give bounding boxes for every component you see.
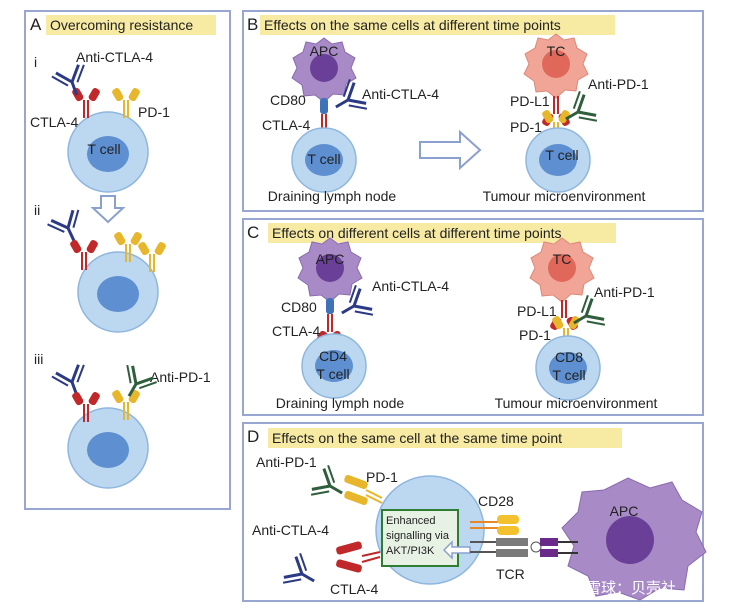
panel-d-letter: D (247, 427, 259, 446)
panel-d-anti-pd1-label: Anti-PD-1 (256, 454, 317, 470)
panel-c-cd4-label-line2: T cell (316, 366, 349, 382)
panel-b-lymph-label: Draining lymph node (268, 188, 397, 204)
panel-a-title: Overcoming resistance (50, 17, 193, 33)
panel-b-ctla4-label: CTLA-4 (262, 117, 310, 133)
panel-c-anti-ctla4-label: Anti-CTLA-4 (372, 278, 449, 294)
panel-d-signal-box (381, 509, 459, 567)
panel-c-tumour-cell (529, 237, 595, 303)
panel-c-lymph-label: Draining lymph node (276, 395, 405, 411)
panel-c-border (242, 218, 704, 416)
panel-c-pd1-label: PD-1 (519, 327, 551, 343)
panel-d-ctla4-stalk-2 (361, 556, 381, 563)
panel-d: D Effects on the same cell at the same t… (242, 422, 707, 602)
panel-d-signal-line3: AKT/PI3K (386, 545, 435, 557)
panel-a: A Overcoming resistance i Anti-CTLA-4 CT… (24, 10, 231, 510)
panel-d-anti-ctla4-label: Anti-CTLA-4 (252, 522, 329, 538)
panel-d-pd1-label: PD-1 (366, 469, 398, 485)
panel-a-ii-anti-ctla4-antibody (45, 206, 91, 250)
panel-b: B Effects on the same cells at different… (242, 10, 704, 212)
panel-c-apc-label: APC (316, 251, 345, 267)
panel-d-apc-cell (561, 477, 707, 601)
panel-d-tcr-head-1 (496, 538, 528, 546)
panel-b-left-t-cell-label: T cell (307, 151, 340, 167)
panel-c-pdl1-label: PD-L1 (517, 303, 557, 319)
panel-c: C Effects on different cells at differen… (242, 218, 704, 416)
panel-b-pd1-label: PD-1 (510, 119, 542, 135)
panel-b-pdl1-label: PD-L1 (510, 93, 550, 109)
panel-a-anti-ctla4-label: Anti-CTLA-4 (76, 49, 153, 65)
panel-a-border (24, 10, 231, 510)
panel-b-title: Effects on the same cells at different t… (264, 17, 561, 33)
panel-c-cd80-label: CD80 (281, 299, 317, 315)
panel-b-letter: B (247, 15, 258, 34)
panel-d-anti-ctla4-antibody (279, 550, 325, 598)
panel-d-pd1-stalk-2 (365, 494, 383, 504)
panel-b-cd80-label: CD80 (270, 92, 306, 108)
panel-d-title-highlight (268, 428, 622, 448)
panel-b-cd80-ligand (320, 98, 328, 114)
panel-b-border (242, 10, 704, 212)
panel-c-tumour-label: Tumour microenvironment (495, 395, 658, 411)
panel-a-step-iii: iii (34, 351, 43, 367)
panel-c-title-highlight (268, 223, 616, 243)
panel-a-step-ii: ii (34, 202, 40, 218)
panel-c-cd80-ligand (326, 298, 334, 314)
watermark-text: 雪球：贝壳社 (586, 579, 676, 597)
panel-b-tumour-label: Tumour microenvironment (483, 188, 646, 204)
panel-d-title: Effects on the same cell at the same tim… (272, 430, 562, 446)
panel-a-title-highlight (46, 15, 216, 35)
panel-c-tc-label: TC (553, 251, 572, 267)
panel-d-pd1-stalk-1 (365, 489, 383, 499)
panel-c-ctla4-label: CTLA-4 (272, 323, 320, 339)
panel-b-right-t-cell-label: T cell (545, 147, 578, 163)
panel-b-tc-label: TC (547, 43, 566, 59)
panel-b-anti-ctla4-label: Anti-CTLA-4 (362, 86, 439, 102)
panel-d-antigen-peptide (530, 541, 542, 553)
panel-c-anti-pd1-label: Anti-PD-1 (594, 284, 655, 300)
panel-b-title-highlight (260, 15, 615, 35)
panel-d-tcr-label: TCR (496, 566, 525, 582)
panel-d-signal-line1: Enhanced (386, 515, 436, 527)
panel-d-mhc-head-1 (540, 538, 558, 546)
watermark-logo-icon (562, 577, 582, 597)
panel-d-border (242, 422, 704, 602)
panel-d-pd1-head-2 (344, 490, 368, 506)
panel-b-anti-pd1-label: Anti-PD-1 (588, 76, 649, 92)
panel-c-anti-pd1-antibody (563, 292, 609, 340)
panel-c-letter: C (247, 223, 259, 242)
panel-d-anti-pd1-antibody (307, 462, 353, 510)
watermark: 雪球：贝壳社 (562, 577, 676, 597)
panel-d-cd28-head-1 (497, 515, 519, 524)
panel-c-cd4-label-line1: CD4 (319, 348, 347, 364)
panel-d-mhc-head-2 (540, 549, 558, 557)
panel-a-iii-anti-ctla4-antibody (49, 361, 95, 403)
panel-a-anti-pd1-label: Anti-PD-1 (150, 369, 211, 385)
panel-d-pd1-head-1 (344, 474, 368, 490)
panel-a-iii-t-cell (67, 407, 149, 489)
panel-a-t-cell-label: T cell (87, 141, 120, 157)
panel-a-pd1-label: PD-1 (138, 104, 170, 120)
panel-d-ctla4-label: CTLA-4 (330, 581, 378, 597)
panel-d-ctla4-head-2 (336, 559, 362, 573)
panel-d-cd28-head-2 (497, 526, 519, 535)
panel-b-arrow-right-icon (419, 131, 481, 169)
panel-d-cd28-label: CD28 (478, 493, 514, 509)
panel-c-title: Effects on different cells at different … (272, 225, 562, 241)
panel-a-i-anti-ctla4-antibody (49, 61, 95, 103)
panel-a-letter: A (30, 15, 42, 34)
panel-c-cd8-label-line1: CD8 (555, 349, 583, 365)
panel-a-ctla4-label: CTLA-4 (30, 114, 78, 130)
panel-a-ii-t-cell (77, 251, 159, 333)
panel-a-step-i: i (34, 54, 37, 70)
panel-d-signal-line2: signalling via (386, 530, 450, 542)
panel-a-arrow-down-icon (92, 195, 124, 223)
panel-d-tcr-head-2 (496, 549, 528, 557)
panel-d-ctla4-head-1 (336, 541, 362, 555)
panel-c-cd8-label-line2: T cell (552, 367, 585, 383)
panel-d-signal-arrow-icon (442, 540, 471, 560)
panel-d-ctla4-stalk-1 (361, 551, 381, 557)
panel-d-apc-label: APC (610, 503, 639, 519)
panel-b-apc-label: APC (310, 43, 339, 59)
